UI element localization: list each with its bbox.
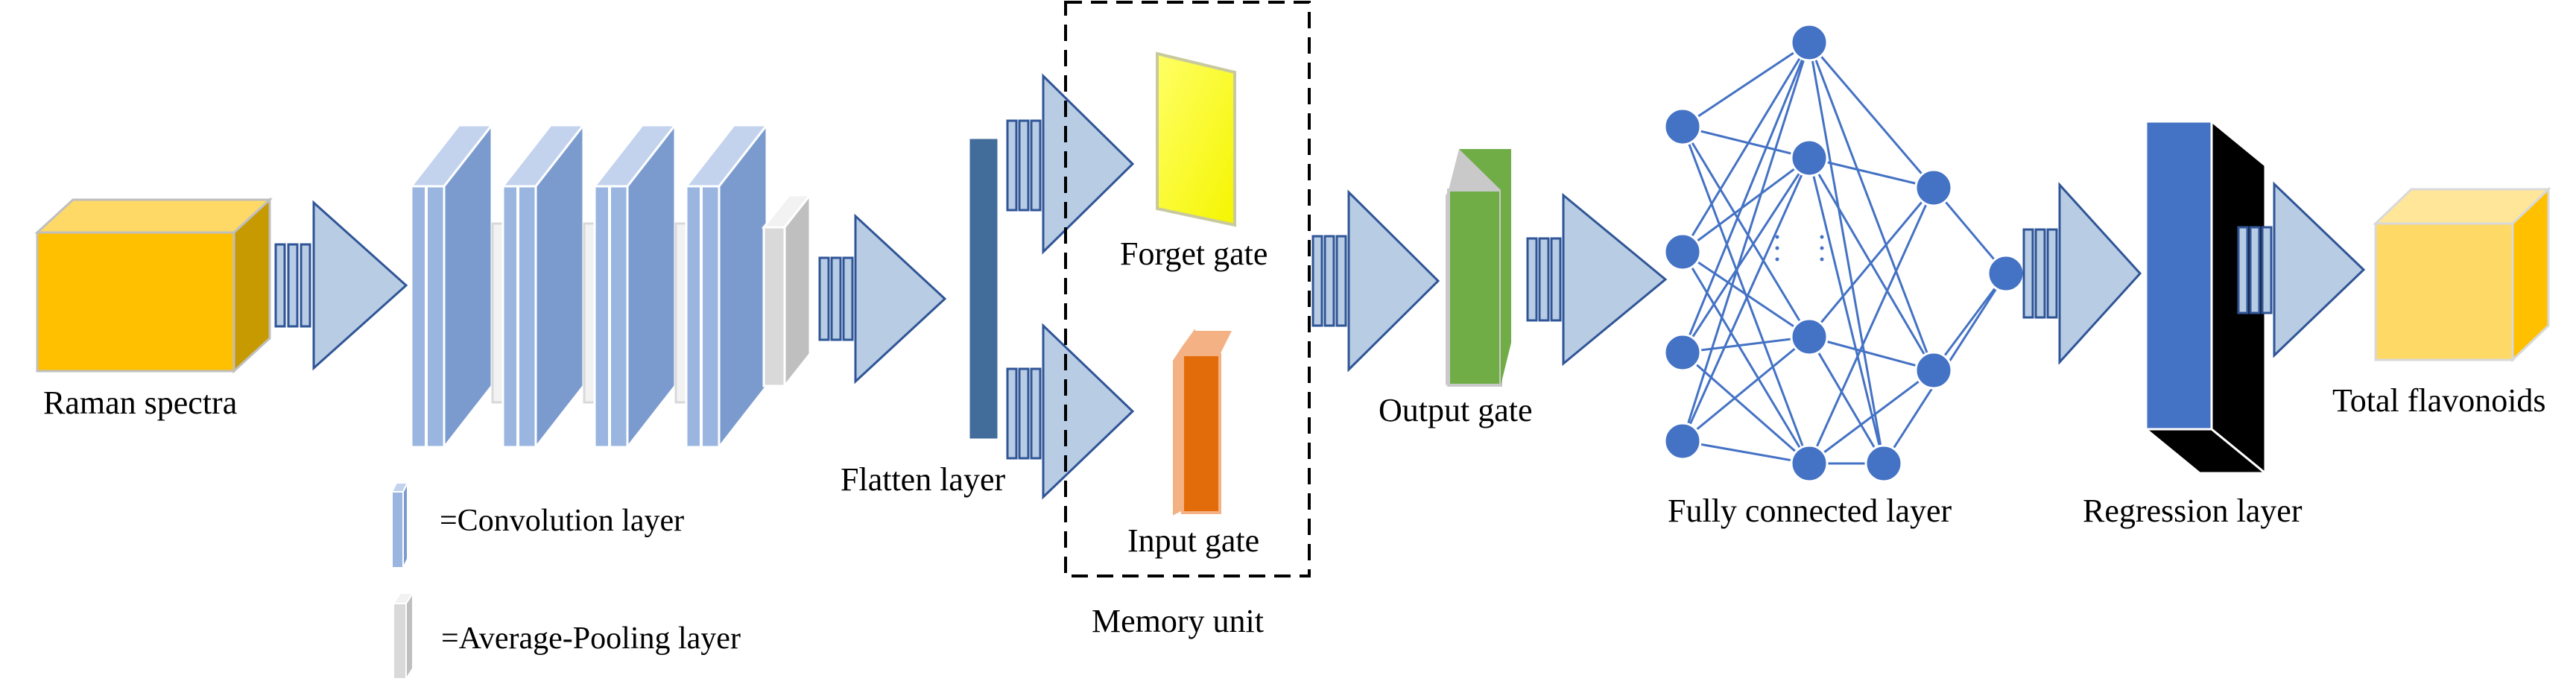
conv-block-4 [683, 121, 770, 451]
fc-node [1790, 444, 1829, 483]
regression-layer-label: Regression layer [2083, 493, 2303, 529]
fc-node [1663, 422, 1702, 460]
fc-ellipsis [1775, 235, 1824, 262]
fc-node [1663, 107, 1702, 146]
fully-connected-layer-label: Fully connected layer [1668, 493, 1952, 529]
arrow-output-gate-to-fc [1526, 192, 1668, 367]
arrow-raman-to-conv [274, 200, 408, 371]
pooling-layer-final [761, 192, 813, 390]
conv-pool-stack [408, 121, 813, 451]
conv-block-3 [592, 121, 688, 451]
legend-pooling [392, 590, 414, 682]
fc-node [1790, 317, 1829, 356]
total-flavonoids-label: Total flavonoids [2332, 382, 2546, 419]
output-gate-shape [1446, 149, 1511, 387]
raman-spectra-label: Raman spectra [43, 384, 237, 421]
fc-node [1914, 168, 1953, 207]
legend-convolution [390, 482, 409, 569]
fc-node [1987, 254, 2025, 293]
memory-unit-box [1064, 1, 1311, 577]
fc-node [1914, 351, 1953, 390]
arrow-conv-to-flatten [818, 213, 947, 384]
arrow-fc-to-regression [2022, 182, 2142, 365]
arrow-memory-to-output-gate [1311, 189, 1440, 373]
total-flavonoids-cube [2373, 186, 2551, 363]
flatten-layer-bar [967, 136, 1000, 441]
legend-convolution-label: =Convolution layer [440, 504, 684, 538]
output-gate-label: Output gate [1379, 392, 1533, 428]
forget-gate-shape [1156, 51, 1236, 227]
input-gate-label: Input gate [1127, 522, 1259, 559]
arrow-flatten-to-forget-gate [1006, 73, 1135, 255]
raman-spectra-cube [34, 197, 273, 374]
fully-connected-network [1663, 23, 2025, 483]
input-gate-shape [1173, 328, 1232, 516]
fc-edges [1681, 41, 2007, 465]
fc-nodes [1663, 23, 2025, 483]
fc-node [1864, 444, 1903, 483]
arrow-flatten-to-input-gate [1006, 323, 1135, 500]
conv-block-1 [408, 121, 504, 451]
conv-block-2 [500, 121, 596, 451]
flatten-layer-label: Flatten layer [841, 461, 1005, 498]
fc-node [1663, 333, 1702, 372]
forget-gate-label: Forget gate [1120, 235, 1268, 272]
fc-node [1663, 232, 1702, 271]
fc-node [1790, 23, 1829, 62]
arrow-regression-to-output [2237, 181, 2366, 358]
fc-node [1790, 139, 1829, 177]
memory-unit-label: Memory unit [1092, 603, 1264, 639]
legend-pooling-label: =Average-Pooling layer [441, 621, 741, 656]
